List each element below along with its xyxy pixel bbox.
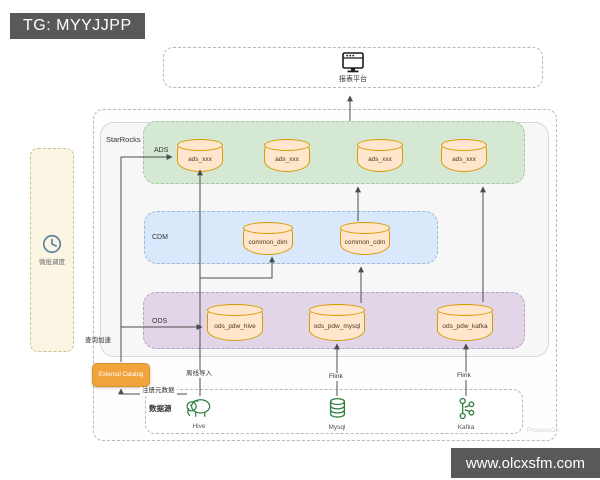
ods-layer-label: ODS (152, 318, 168, 325)
edge-label-register-meta: 注册元数据 (140, 387, 177, 396)
url-badge-text: www.olcxsfm.com (465, 454, 585, 472)
clock-icon (42, 235, 62, 254)
kafka-label: Kafka (457, 424, 475, 431)
cylinder-label: ads_xxx (275, 156, 299, 163)
db-cylinder-ods-mysql: ods_pdw_mysql (309, 304, 365, 341)
url-badge: www.olcxsfm.com (450, 448, 600, 478)
external-catalog-label: External Catalog (98, 372, 144, 378)
cylinder-label: ads_xxx (368, 156, 392, 163)
db-cylinder-common-dim: common_dim (243, 222, 293, 255)
tg-badge: TG: MYYJJPP (10, 13, 145, 39)
cylinder-label: ods_pdw_mysql (313, 323, 361, 330)
hive-label: Hive (192, 423, 206, 430)
scheduler-label: 微批调度 (39, 259, 65, 267)
starrocks-label: StarRocks (106, 135, 141, 144)
db-cylinder-ads-2: ads_xxx (264, 139, 310, 172)
report-platform-label: 报表平台 (339, 76, 367, 83)
mysql-label: Mysql (328, 424, 346, 431)
cylinder-label: ods_pdw_hive (214, 323, 256, 330)
monitor-icon (342, 52, 364, 73)
mysql-icon (329, 398, 346, 418)
scheduler-panel: 微批调度 (30, 148, 74, 352)
report-platform-box: 报表平台 (163, 47, 543, 88)
db-cylinder-ads-1: ads_xxx (177, 139, 223, 172)
cylinder-label: ads_xxx (188, 156, 212, 163)
ads-layer-label: ADS (154, 147, 169, 154)
edge-label-query-accel: 查询加速 (85, 337, 111, 344)
edge-label-flink-kafka: Flink (455, 372, 473, 381)
edge-label-flink-mysql: Flink (327, 373, 345, 382)
tg-badge-text: TG: MYYJJPP (23, 17, 132, 34)
watermark-text: ProcessOn (527, 427, 560, 434)
cylinder-label: common_dim (248, 239, 288, 246)
cylinder-label: ods_pdw_kafka (442, 323, 488, 330)
edge-label-offline-import: 离线导入 (184, 370, 214, 379)
db-cylinder-ods-kafka: ods_pdw_kafka (437, 304, 493, 341)
external-catalog-node: External Catalog (92, 363, 150, 387)
cylinder-label: common_cdm (344, 239, 386, 246)
kafka-icon (459, 397, 475, 420)
datasource-panel (145, 389, 523, 434)
datasource-label: 数据源 (149, 404, 172, 413)
hive-icon (186, 399, 211, 417)
cylinder-label: ads_xxx (452, 156, 476, 163)
db-cylinder-ods-hive: ods_pdw_hive (207, 304, 263, 341)
db-cylinder-ads-3: ads_xxx (357, 139, 403, 172)
db-cylinder-ads-4: ads_xxx (441, 139, 487, 172)
db-cylinder-common-cdm: common_cdm (340, 222, 390, 255)
cdm-layer-label: CDM (152, 234, 168, 241)
